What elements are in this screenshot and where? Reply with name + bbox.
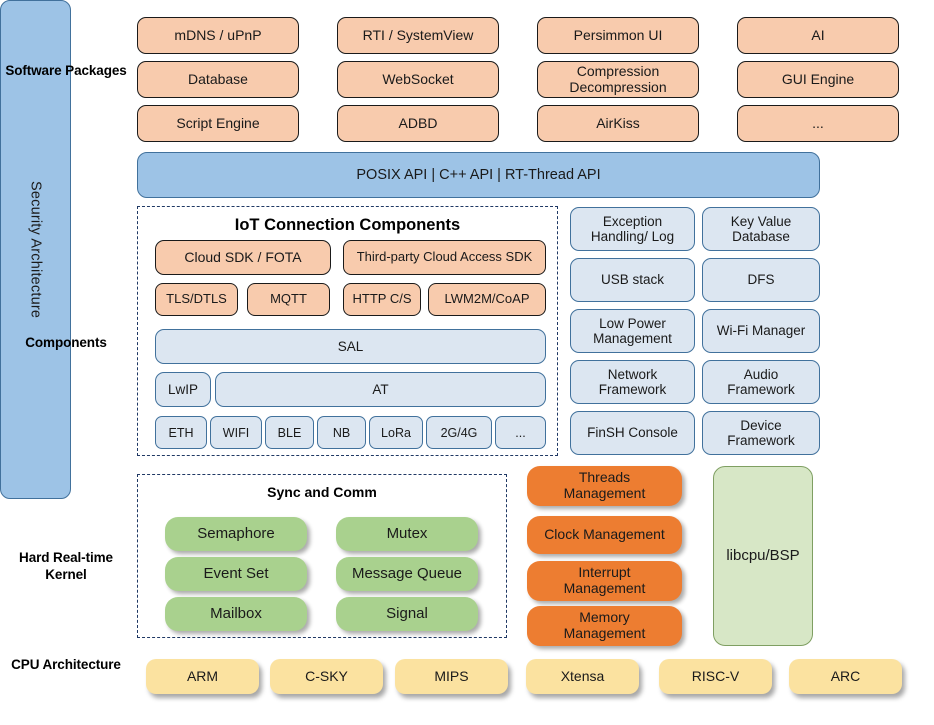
iot-box[interactable]: TLS/DTLS	[155, 283, 238, 316]
row-label-components: Components	[25, 335, 107, 350]
iot-link-box[interactable]: WIFI	[210, 416, 262, 449]
iot-link-box[interactable]: ETH	[155, 416, 207, 449]
component-box[interactable]: Wi-Fi Manager	[702, 309, 820, 353]
component-box[interactable]: FinSH Console	[570, 411, 695, 455]
package-box[interactable]: ADBD	[337, 105, 499, 142]
security-architecture-label: Security Architecture	[27, 180, 44, 319]
iot-box[interactable]: HTTP C/S	[343, 283, 421, 316]
iot-group-title: IoT Connection Components	[234, 216, 461, 234]
package-box[interactable]: Compression Decompression	[537, 61, 699, 98]
component-box[interactable]: Low Power Management	[570, 309, 695, 353]
iot-box[interactable]: LWM2M/CoAP	[428, 283, 546, 316]
cpu-arch-box[interactable]: MIPS	[395, 659, 508, 694]
sync-box[interactable]: Event Set	[165, 557, 307, 591]
package-box[interactable]: GUI Engine	[737, 61, 899, 98]
package-box[interactable]: WebSocket	[337, 61, 499, 98]
component-box[interactable]: Network Framework	[570, 360, 695, 404]
package-box[interactable]: mDNS / uPnP	[137, 17, 299, 54]
iot-lwip-box[interactable]: LwIP	[155, 372, 211, 407]
component-box[interactable]: Audio Framework	[702, 360, 820, 404]
row-label-kernel: Hard Real-time Kernel	[19, 550, 113, 582]
kernel-management-box[interactable]: Clock Management	[527, 516, 682, 554]
package-box[interactable]: Persimmon UI	[537, 17, 699, 54]
iot-box[interactable]: Cloud SDK / FOTA	[155, 240, 331, 275]
security-architecture-bar: Security Architecture	[0, 0, 71, 499]
component-box[interactable]: Device Framework	[702, 411, 820, 455]
sync-box[interactable]: Mailbox	[165, 597, 307, 631]
iot-sal-box[interactable]: SAL	[155, 329, 546, 364]
component-box[interactable]: USB stack	[570, 258, 695, 302]
sync-box[interactable]: Mutex	[336, 517, 478, 551]
row-label-cpu-architecture: CPU Architecture	[11, 657, 121, 672]
package-box[interactable]: Script Engine	[137, 105, 299, 142]
api-bar: POSIX API | C++ API | RT-Thread API	[137, 152, 820, 198]
cpu-arch-box[interactable]: RISC-V	[659, 659, 772, 694]
cpu-arch-box[interactable]: ARC	[789, 659, 902, 694]
iot-link-box[interactable]: BLE	[265, 416, 314, 449]
sync-group-title: Sync and Comm	[267, 484, 377, 500]
sync-box[interactable]: Signal	[336, 597, 478, 631]
sync-box[interactable]: Semaphore	[165, 517, 307, 551]
package-box[interactable]: AirKiss	[537, 105, 699, 142]
cpu-arch-box[interactable]: Xtensa	[526, 659, 639, 694]
iot-link-box[interactable]: ...	[495, 416, 546, 449]
component-box[interactable]: Key Value Database	[702, 207, 820, 251]
component-box[interactable]: Exception Handling/ Log	[570, 207, 695, 251]
kernel-management-box[interactable]: Memory Management	[527, 606, 682, 646]
package-box[interactable]: RTI / SystemView	[337, 17, 499, 54]
cpu-arch-box[interactable]: C-SKY	[270, 659, 383, 694]
package-box[interactable]: Database	[137, 61, 299, 98]
kernel-management-box[interactable]: Interrupt Management	[527, 561, 682, 601]
iot-link-box[interactable]: 2G/4G	[426, 416, 492, 449]
kernel-management-box[interactable]: Threads Management	[527, 466, 682, 506]
iot-box[interactable]: Third-party Cloud Access SDK	[343, 240, 546, 275]
row-label-software-packages: Software Packages	[5, 63, 127, 78]
sync-box[interactable]: Message Queue	[336, 557, 478, 591]
cpu-arch-box[interactable]: ARM	[146, 659, 259, 694]
package-box[interactable]: AI	[737, 17, 899, 54]
iot-box[interactable]: MQTT	[247, 283, 330, 316]
libcpu-bsp-box[interactable]: libcpu/BSP	[713, 466, 813, 646]
iot-at-box[interactable]: AT	[215, 372, 546, 407]
iot-link-box[interactable]: LoRa	[369, 416, 423, 449]
component-box[interactable]: DFS	[702, 258, 820, 302]
package-box[interactable]: ...	[737, 105, 899, 142]
iot-link-box[interactable]: NB	[317, 416, 366, 449]
